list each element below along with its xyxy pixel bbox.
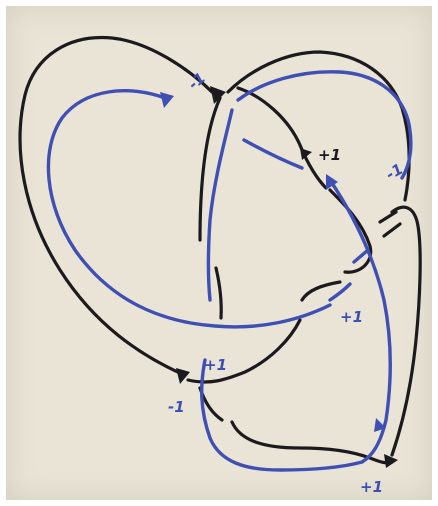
sign-label-far-right: -1 [383, 160, 406, 184]
sign-label-bottom: +1 [360, 478, 383, 496]
black-strand-center-stub [216, 268, 221, 318]
black-strand-right-dash-1 [380, 212, 396, 222]
black-strand-outer-left [20, 38, 212, 374]
black-strand-far-right [392, 207, 420, 455]
blue-strand-center [209, 110, 233, 300]
arrow-icon [160, 92, 174, 108]
black-strand-inner-right [238, 88, 326, 188]
black-strand-right-middle [330, 190, 371, 272]
sign-label-middle-right: +1 [340, 308, 363, 326]
orientation-arrows [160, 86, 398, 468]
crossing-sign-labels: -1 +1 -1 +1 +1 -1 +1 [168, 69, 406, 496]
sign-label-top-right: +1 [318, 146, 341, 164]
blue-strand-right-middle [330, 284, 350, 300]
black-strand-right-dash-2 [384, 224, 400, 236]
sign-label-lower-left: -1 [168, 398, 185, 416]
blue-strand-right-dash [354, 250, 368, 262]
blue-strand-diagonal [244, 140, 302, 168]
sign-label-center: +1 [204, 356, 227, 374]
blue-strand-lower-left [202, 360, 362, 470]
